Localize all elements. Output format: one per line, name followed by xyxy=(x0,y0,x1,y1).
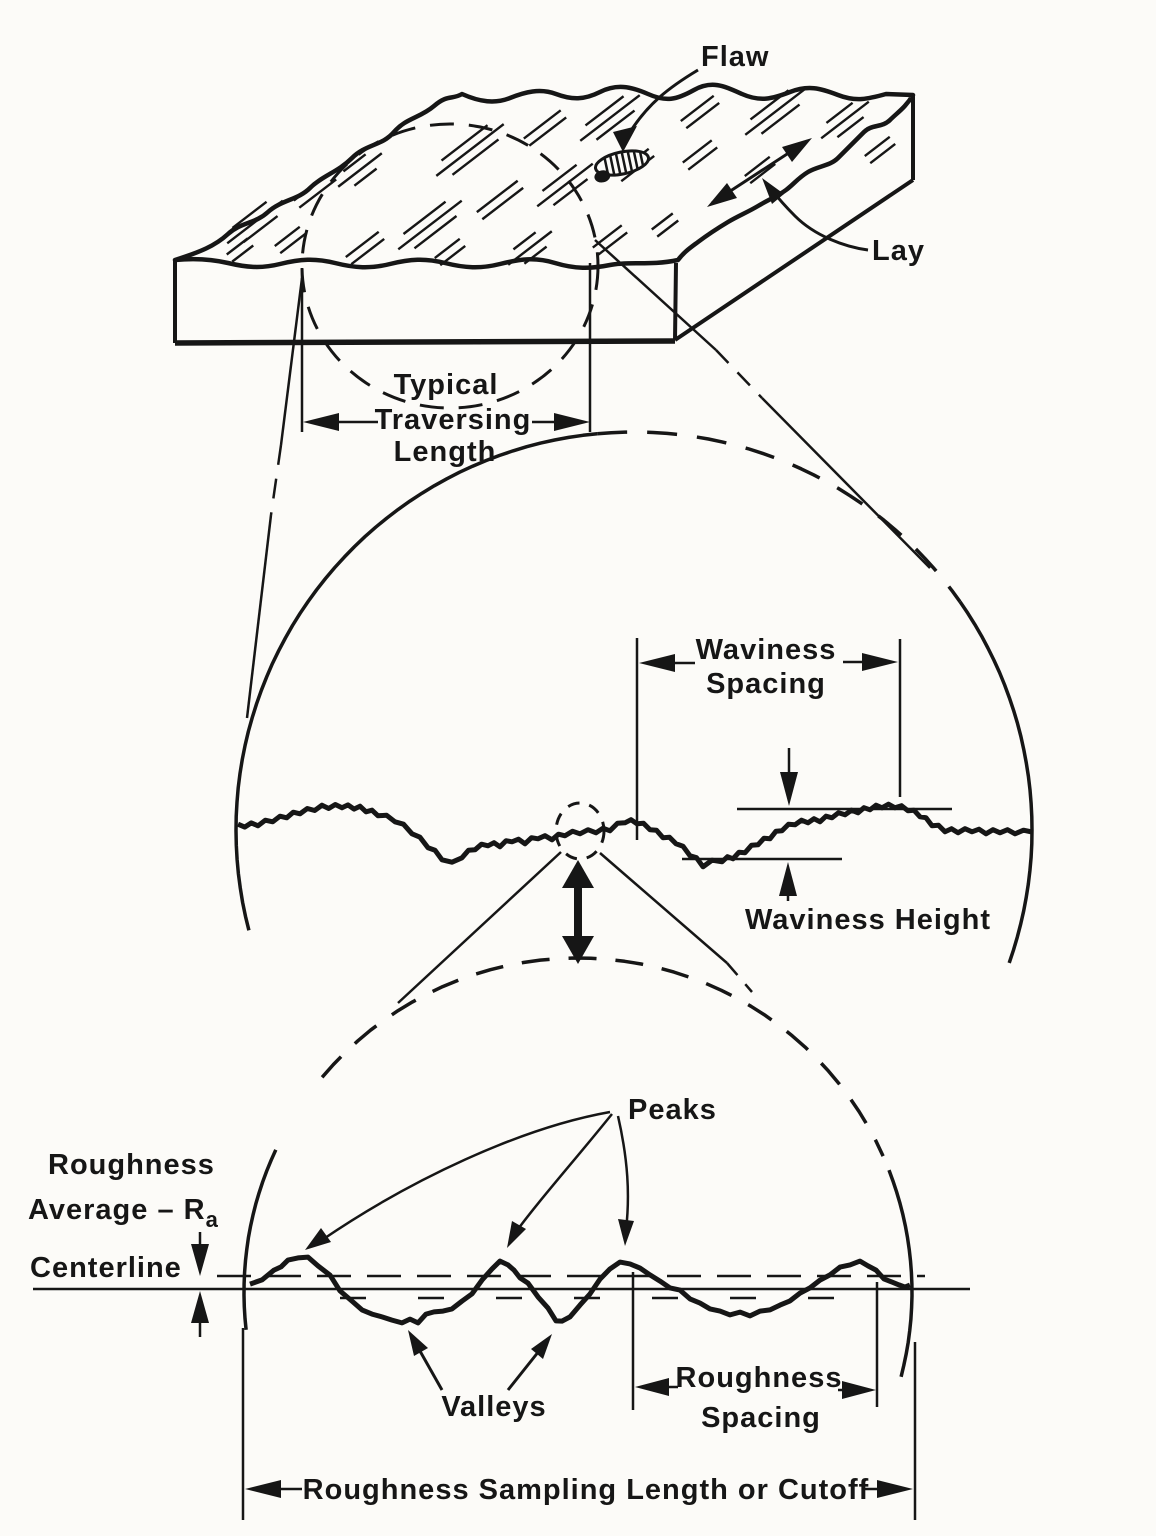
lay-hatch-line xyxy=(528,116,567,147)
arc-segment xyxy=(887,1169,914,1378)
lay-hatch-line xyxy=(595,109,636,141)
lay-hatch-line xyxy=(685,101,720,130)
lay-hatch-line xyxy=(451,138,500,176)
traversing-label-line1: Typical xyxy=(394,369,499,401)
arc-segment xyxy=(958,600,1034,964)
lay-hatch-line xyxy=(825,101,854,124)
waviness-height-label: Waviness Height xyxy=(745,904,991,936)
arc-segment xyxy=(242,1149,278,1330)
lay-hatch-line xyxy=(345,230,380,259)
lay-hatch-line xyxy=(656,219,679,238)
lay-hatch-line xyxy=(536,162,594,208)
lay-hatch-line xyxy=(350,237,385,266)
lay-hatch-line xyxy=(242,215,279,244)
waviness-height-dimension xyxy=(682,748,952,901)
lay-hatch-line xyxy=(760,103,801,135)
lay-hatch-line xyxy=(584,95,625,127)
lay-hatch-line xyxy=(541,163,578,192)
lay-hatch-line xyxy=(749,163,776,185)
lay-hatch-line xyxy=(226,237,249,256)
lay-hatch-line xyxy=(342,153,367,173)
lay-hatch-line xyxy=(864,135,891,157)
block-top-face-outline xyxy=(172,82,916,270)
arc-segment xyxy=(320,956,885,1157)
valleys-label: Valleys xyxy=(441,1391,546,1423)
flaw-leader-arrow xyxy=(613,68,699,152)
traversing-label-line2: Traversing xyxy=(375,404,532,436)
lay-hatch-line xyxy=(597,231,628,256)
magnification-lines-lower xyxy=(397,851,753,1004)
lay-direction-arrow xyxy=(707,138,812,207)
lay-hatch-line xyxy=(579,94,641,142)
waviness-profile-group xyxy=(237,801,1033,870)
flaw-mark xyxy=(593,149,651,183)
lay-hatch-line xyxy=(279,233,306,255)
lay-hatch-line xyxy=(592,224,623,249)
block-inspection-circle xyxy=(300,122,600,410)
arc-segment xyxy=(597,430,962,603)
ra-dimension-arrows xyxy=(191,1232,209,1337)
block-3d-view xyxy=(172,68,916,410)
peaks-arrows xyxy=(305,1110,634,1250)
waviness-magnified-circle xyxy=(234,430,1034,964)
lay-hatch-line xyxy=(820,100,870,140)
waviness-spacing-dimension xyxy=(635,638,902,840)
waviness-spacing-label-line1: Waviness xyxy=(696,634,837,666)
lay-hatch-line xyxy=(836,116,865,139)
lay-hatch-line xyxy=(651,212,674,231)
lay-hatch-line xyxy=(744,88,806,136)
sampling-length-dimension xyxy=(241,1328,917,1520)
roughness-average-label-line2: Average – Ra xyxy=(28,1194,219,1232)
traversing-label-line3: Length xyxy=(394,436,497,468)
traversing-length-dimension xyxy=(300,263,592,432)
lay-hatch-line xyxy=(337,152,383,188)
lay-hatch-line xyxy=(434,237,461,259)
lay-hatch-line xyxy=(680,94,715,123)
lay-hatch-line xyxy=(402,200,447,235)
lay-hatch-line xyxy=(231,244,254,263)
roughness-magnified-circle xyxy=(242,956,914,1378)
lay-hatch-line xyxy=(353,167,378,187)
lay-leader-arrow xyxy=(762,178,869,252)
block-right-face-edges xyxy=(673,95,915,342)
flaw-label: Flaw xyxy=(701,41,769,73)
lay-hatch-line xyxy=(512,231,537,251)
arc-segment xyxy=(234,431,598,931)
lay-hatch-line xyxy=(476,179,519,214)
lay-label: Lay xyxy=(872,235,925,267)
lay-hatch-line xyxy=(435,123,505,177)
roughness-profile-group xyxy=(33,1254,970,1326)
lay-hatch-line xyxy=(274,225,301,247)
lay-hatch-line xyxy=(687,146,718,171)
lay-hatch-line xyxy=(682,139,713,164)
roughness-average-label-line1: Roughness xyxy=(48,1149,215,1181)
waviness-spacing-label-line2: Spacing xyxy=(706,668,826,700)
lay-hatch-line xyxy=(413,215,458,250)
lay-hatch-line xyxy=(744,155,771,177)
block-front-bottom-edge xyxy=(174,338,676,346)
roughness-spacing-dimension xyxy=(631,1272,879,1410)
magnification-lines-upper xyxy=(245,239,931,719)
lay-hatch-line xyxy=(397,199,463,251)
lay-hatch-line xyxy=(440,124,489,162)
lay-hatch-line xyxy=(481,186,524,221)
roughness-profile-trace xyxy=(249,1254,911,1326)
peaks-label: Peaks xyxy=(628,1094,717,1126)
centerline-label: Centerline xyxy=(30,1252,182,1284)
lay-hatch-line xyxy=(523,109,562,140)
lay-hatch-line xyxy=(552,178,589,207)
magnify-double-arrow xyxy=(562,860,594,964)
lay-hatch-line xyxy=(869,143,896,165)
lay-hatch-line xyxy=(231,200,268,229)
sampling-length-label: Roughness Sampling Length or Cutoff xyxy=(303,1474,870,1506)
roughness-inspection-circle xyxy=(554,801,606,861)
waviness-profile-trace xyxy=(237,801,1033,870)
lay-hatching xyxy=(226,88,896,267)
valleys-arrows xyxy=(408,1330,552,1391)
roughness-spacing-label-line1: Roughness xyxy=(676,1362,843,1394)
lay-hatch-line xyxy=(298,178,337,209)
roughness-spacing-label-line2: Spacing xyxy=(701,1402,821,1434)
